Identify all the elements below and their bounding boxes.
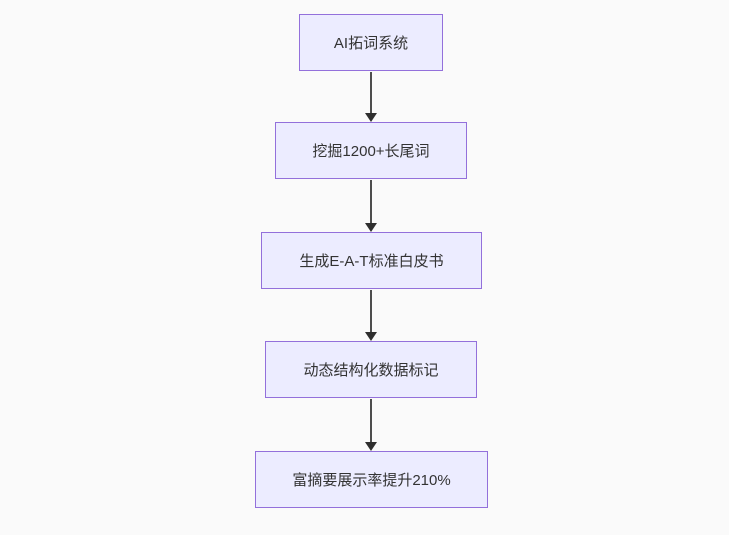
flow-node-ai-keyword-system: AI拓词系统	[299, 14, 443, 71]
flow-node-structured-data-markup: 动态结构化数据标记	[265, 341, 477, 398]
flow-node-label: 动态结构化数据标记	[303, 362, 439, 379]
flow-node-eat-whitepaper: 生成E-A-T标准白皮书	[261, 232, 482, 289]
arrow-line	[370, 72, 372, 115]
flow-arrow-2	[364, 180, 378, 232]
arrow-head-icon	[365, 113, 377, 122]
flow-node-rich-snippet-result: 富摘要展示率提升210%	[255, 451, 488, 508]
flow-node-label: AI拓词系统	[333, 35, 409, 52]
arrow-head-icon	[365, 442, 377, 451]
flow-node-label: 富摘要展示率提升210%	[292, 472, 451, 489]
flow-arrow-3	[364, 290, 378, 341]
arrow-line	[370, 180, 372, 225]
flow-arrow-1	[364, 72, 378, 122]
arrow-head-icon	[365, 223, 377, 232]
flow-node-longtail-mining: 挖掘1200+长尾词	[275, 122, 467, 179]
flow-node-label: 挖掘1200+长尾词	[312, 143, 430, 160]
flow-arrow-4	[364, 399, 378, 451]
arrow-line	[370, 290, 372, 334]
flow-node-label: 生成E-A-T标准白皮书	[299, 253, 444, 270]
arrow-head-icon	[365, 332, 377, 341]
arrow-line	[370, 399, 372, 444]
